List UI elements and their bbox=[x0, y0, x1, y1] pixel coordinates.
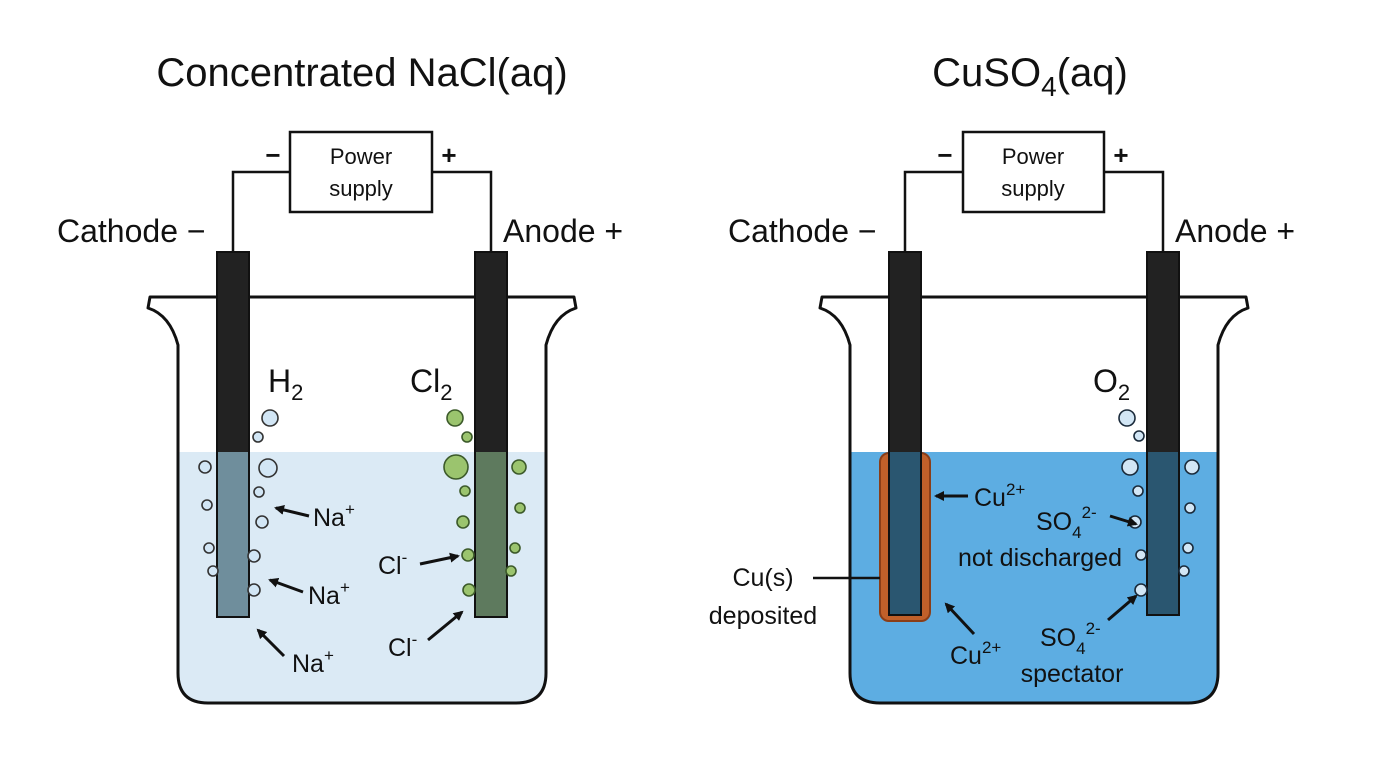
cuso4-title: CuSO4(aq) bbox=[932, 51, 1128, 102]
cl2-bubble bbox=[462, 583, 476, 597]
nacl-psu-line1: Power bbox=[330, 144, 392, 169]
cuso4-beaker bbox=[818, 295, 1250, 705]
na-ion-label-1: Na+ bbox=[313, 500, 355, 532]
cl2-bubble bbox=[509, 542, 521, 554]
o2-bubble bbox=[1135, 549, 1147, 561]
h2-bubble bbox=[253, 486, 265, 498]
na-ion-arrow-3 bbox=[256, 628, 286, 658]
h2-bubble bbox=[201, 499, 213, 511]
cuso4-cathode-wire bbox=[903, 170, 963, 252]
na-ion-label-2: Na+ bbox=[308, 578, 350, 610]
cuso4-cathode-submerged bbox=[890, 452, 920, 614]
cl2-bubble bbox=[456, 515, 470, 529]
cu-ion-label-top: Cu2+ bbox=[974, 480, 1025, 512]
h2-bubble bbox=[203, 542, 215, 554]
h2-bubble bbox=[252, 431, 264, 443]
sulfate-label-bottom: SO42- bbox=[1040, 619, 1101, 658]
cl2-bubble bbox=[461, 548, 475, 562]
nacl-cathode-wire bbox=[231, 170, 290, 252]
h2-bubble bbox=[207, 565, 219, 577]
na-ion-arrow-1 bbox=[274, 505, 310, 518]
cu-ion-arrow-bottom bbox=[944, 602, 976, 636]
o2-bubble bbox=[1184, 459, 1200, 475]
nacl-psu-plus: + bbox=[441, 140, 456, 170]
nacl-beaker bbox=[146, 295, 578, 705]
h2-bubble bbox=[247, 583, 261, 597]
cuso4-solution bbox=[850, 452, 1218, 703]
deposit-label-line1: Cu(s) bbox=[732, 564, 793, 592]
o2-bubble bbox=[1133, 430, 1145, 442]
o2-bubble bbox=[1118, 409, 1136, 427]
h2-label: H2 bbox=[268, 363, 303, 405]
cl2-bubble bbox=[505, 565, 517, 577]
cl2-bubbles bbox=[443, 409, 527, 597]
o2-bubble bbox=[1182, 542, 1194, 554]
o2-bubble bbox=[1178, 565, 1190, 577]
sulfate-note-top: not discharged bbox=[958, 544, 1122, 572]
sulfate-label-top: SO42- bbox=[1036, 503, 1097, 542]
deposit-label-line2: deposited bbox=[709, 602, 817, 630]
h2-bubble bbox=[258, 458, 278, 478]
h2-bubble bbox=[198, 460, 212, 474]
o2-bubble bbox=[1184, 502, 1196, 514]
nacl-power-supply: Power supply − + bbox=[265, 130, 457, 214]
h2-bubbles bbox=[198, 409, 279, 597]
cl-ion-label-1: Cl- bbox=[378, 548, 407, 580]
cuso4-cathode-label: Cathode − bbox=[728, 213, 877, 249]
nacl-cathode-label: Cathode − bbox=[57, 213, 206, 249]
nacl-anode-submerged bbox=[476, 452, 506, 616]
cl-ion-arrow-1 bbox=[419, 552, 460, 566]
cuso4-psu-plus: + bbox=[1113, 140, 1128, 170]
cl2-bubble bbox=[511, 459, 527, 475]
nacl-cathode-submerged bbox=[218, 452, 248, 616]
sulfate-arrow-top bbox=[1109, 514, 1138, 527]
nacl-psu-line2: supply bbox=[329, 176, 393, 201]
cuso4-psu-line1: Power bbox=[1002, 144, 1064, 169]
cl-ion-label-2: Cl- bbox=[388, 630, 417, 662]
nacl-anode-label: Anode + bbox=[503, 213, 623, 249]
nacl-cell: Concentrated NaCl(aq) Power supply − + C… bbox=[57, 51, 623, 705]
cl2-bubble bbox=[446, 409, 464, 427]
cuso4-psu-line2: supply bbox=[1001, 176, 1065, 201]
cl2-bubble bbox=[461, 431, 473, 443]
cuso4-anode-submerged bbox=[1148, 452, 1178, 614]
cuso4-power-supply: Power supply − + bbox=[937, 130, 1129, 214]
nacl-title: Concentrated NaCl(aq) bbox=[156, 51, 567, 95]
na-ion-label-3: Na+ bbox=[292, 646, 334, 678]
nacl-anode-wire bbox=[432, 170, 493, 252]
na-ion-arrow-2 bbox=[268, 578, 304, 594]
o2-bubble bbox=[1134, 583, 1148, 597]
cl2-bubble bbox=[514, 502, 526, 514]
cuso4-psu-minus: − bbox=[937, 140, 952, 170]
h2-bubble bbox=[261, 409, 279, 427]
cuso4-anode-label: Anode + bbox=[1175, 213, 1295, 249]
h2-bubble bbox=[255, 515, 269, 529]
cl2-label: Cl2 bbox=[410, 363, 452, 405]
sulfate-note-bottom: spectator bbox=[1021, 660, 1124, 688]
cl2-bubble bbox=[443, 454, 469, 480]
cuso4-anode-wire bbox=[1104, 170, 1165, 252]
cuso4-cell: CuSO4(aq) Power supply − + Cathode − Ano… bbox=[709, 51, 1295, 705]
sulfate-arrow-bottom bbox=[1107, 594, 1138, 622]
cl2-bubble bbox=[459, 485, 471, 497]
o2-bubble bbox=[1132, 485, 1144, 497]
cl-ion-arrow-2 bbox=[427, 610, 464, 642]
nacl-psu-minus: − bbox=[265, 140, 280, 170]
o2-label: O2 bbox=[1093, 363, 1130, 405]
h2-bubble bbox=[247, 549, 261, 563]
o2-bubble bbox=[1121, 458, 1139, 476]
cu-ion-label-bottom: Cu2+ bbox=[950, 638, 1001, 670]
